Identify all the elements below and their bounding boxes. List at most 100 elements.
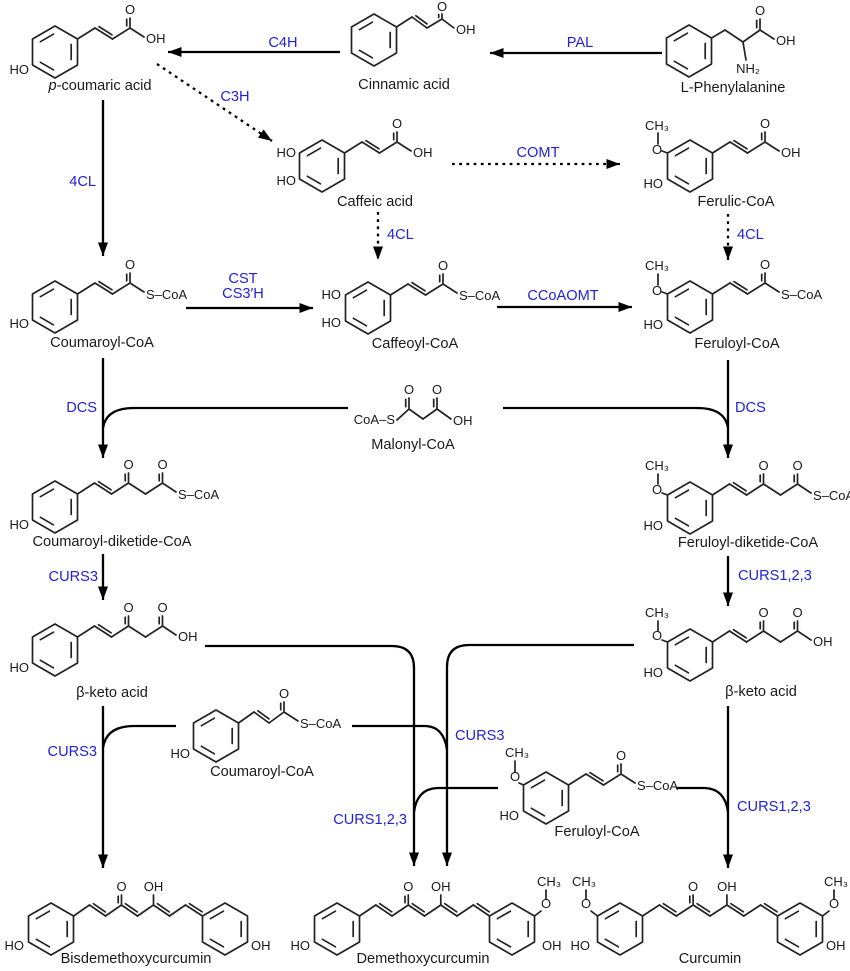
ring-double-bond bbox=[209, 910, 225, 920]
bond bbox=[423, 904, 442, 917]
molecule-name-feruloyl-coa-2: Feruloyl-CoA bbox=[554, 824, 639, 840]
ring-double-bond bbox=[674, 489, 690, 499]
atom-label: O bbox=[432, 382, 442, 397]
ring-double-bond bbox=[674, 175, 690, 185]
atom-label: OH bbox=[431, 879, 451, 894]
bond bbox=[111, 27, 131, 40]
bond bbox=[407, 283, 427, 296]
bond bbox=[408, 408, 424, 420]
double-bond bbox=[97, 480, 112, 491]
atom-label: O bbox=[125, 2, 135, 17]
atom-label: HO bbox=[500, 808, 520, 823]
bond bbox=[711, 483, 731, 496]
molecule-name-feruloyl-coa: Feruloyl-CoA bbox=[694, 336, 779, 352]
bond bbox=[391, 904, 410, 917]
atom-label: S–CoA bbox=[781, 287, 823, 302]
bond bbox=[759, 29, 775, 40]
molecule-name-p-coumaric-acid: p-coumaric acid bbox=[47, 78, 151, 94]
double-bond bbox=[188, 902, 203, 913]
atom-label: O bbox=[403, 879, 413, 894]
bond bbox=[746, 282, 766, 295]
enzyme-label-cst: CST bbox=[228, 271, 257, 287]
bond bbox=[436, 408, 452, 420]
atom-label: O bbox=[125, 257, 135, 272]
atom-label: O bbox=[758, 458, 768, 473]
bond bbox=[93, 625, 113, 638]
atom-label: O bbox=[438, 258, 448, 273]
molecule-name-feruloyl-diketide-coa: Feruloyl-diketide-CoA bbox=[678, 535, 819, 551]
ring-double-bond bbox=[35, 910, 51, 920]
bond bbox=[762, 483, 782, 496]
enzyme-label-c3h: C3H bbox=[220, 89, 249, 105]
bond bbox=[161, 482, 177, 493]
ring-double-bond bbox=[674, 664, 690, 674]
ring-double-bond bbox=[674, 316, 690, 326]
atom-label: S–CoA bbox=[637, 778, 679, 793]
double-bond bbox=[98, 25, 113, 36]
molecule-name-curcumin: Curcumin bbox=[679, 951, 741, 967]
atom-label: O bbox=[688, 879, 698, 894]
bond bbox=[710, 29, 726, 39]
atom-label: HO bbox=[571, 938, 591, 953]
bond bbox=[374, 904, 393, 917]
atom-label: O bbox=[792, 458, 802, 473]
double-bond bbox=[589, 771, 604, 782]
ring-double-bond bbox=[674, 288, 690, 298]
molecule-name-beta-keto-acid-left: β-keto acid bbox=[76, 685, 148, 701]
enzyme-label-4cl-ferulic: 4CL bbox=[737, 227, 764, 243]
feruloyl2-line-left bbox=[412, 786, 498, 813]
ring-double-bond bbox=[358, 21, 374, 31]
ring-double-bond bbox=[39, 288, 55, 298]
bond bbox=[389, 283, 409, 296]
double-bond bbox=[662, 902, 677, 913]
atom-label: OH bbox=[146, 31, 166, 46]
ring-double-bond bbox=[321, 938, 337, 948]
atom-label: OH bbox=[178, 629, 198, 644]
bond bbox=[567, 773, 587, 786]
atom-label: S–CoA bbox=[178, 487, 220, 502]
bond bbox=[358, 904, 377, 917]
atom-label: O bbox=[157, 457, 167, 472]
molecule-name-cinnamic-acid: Cinnamic acid bbox=[358, 77, 450, 93]
bond bbox=[424, 283, 444, 296]
bond bbox=[729, 141, 749, 154]
atom-label: S–CoA bbox=[146, 287, 188, 302]
atom-label: OH bbox=[776, 33, 796, 48]
atom-label: CH₃ bbox=[645, 118, 669, 133]
molecule-name-coumaroyl-diketide-coa: Coumaroyl-diketide-CoA bbox=[33, 534, 192, 550]
bond bbox=[585, 773, 605, 786]
malonyl-line-right bbox=[503, 406, 730, 429]
atom-label: O bbox=[437, 0, 447, 14]
atom-label: O bbox=[652, 628, 662, 643]
bond bbox=[396, 141, 412, 152]
coumaroyl2-line-left bbox=[101, 724, 176, 749]
atom-label: O bbox=[581, 896, 591, 911]
atom-label: OH bbox=[813, 634, 833, 649]
bond bbox=[395, 16, 413, 28]
bond bbox=[129, 282, 145, 293]
bond bbox=[728, 483, 748, 496]
enzyme-label-curs123-right-2: CURS1,2,3 bbox=[737, 799, 811, 815]
atom-label: O bbox=[157, 600, 167, 615]
bond bbox=[161, 625, 177, 636]
ring-double-bond bbox=[200, 717, 216, 727]
bond bbox=[441, 18, 455, 29]
double-bond bbox=[97, 623, 112, 634]
bond bbox=[533, 910, 542, 917]
atom-label: HO bbox=[5, 938, 25, 953]
ring-double-bond bbox=[306, 175, 322, 185]
double-bond bbox=[696, 902, 711, 913]
bond bbox=[641, 904, 661, 917]
atom-label: HO bbox=[322, 287, 342, 302]
ring-double-bond bbox=[674, 636, 690, 646]
bond bbox=[728, 630, 748, 643]
enzyme-label-4cl-left: 4CL bbox=[69, 174, 96, 190]
bond bbox=[127, 625, 147, 638]
bond bbox=[283, 711, 299, 722]
enzyme-label-curs3-left-1: CURS3 bbox=[49, 569, 98, 585]
atom-label: O bbox=[758, 605, 768, 620]
